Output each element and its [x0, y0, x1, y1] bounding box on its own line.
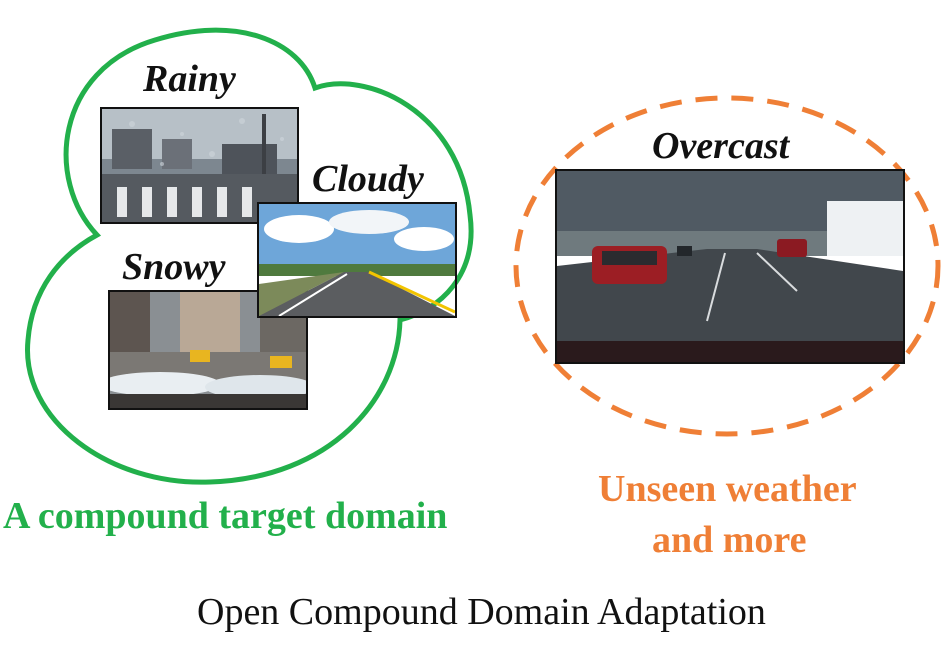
compound-domain-caption: A compound target domain: [3, 495, 448, 537]
unseen-domain-outline: [513, 95, 941, 437]
cloudy-label: Cloudy: [312, 158, 424, 200]
snowy-label: Snowy: [122, 246, 226, 288]
unseen-domain-caption-line1: Unseen weather: [598, 468, 857, 510]
compound-domain-outline: [25, 27, 474, 485]
rainy-label: Rainy: [143, 58, 236, 100]
overcast-label: Overcast: [652, 125, 790, 167]
overcast-image: [555, 169, 905, 364]
figure-title: Open Compound Domain Adaptation: [197, 591, 766, 633]
cloudy-image: [257, 202, 457, 318]
unseen-domain-caption-line2: and more: [652, 519, 807, 561]
